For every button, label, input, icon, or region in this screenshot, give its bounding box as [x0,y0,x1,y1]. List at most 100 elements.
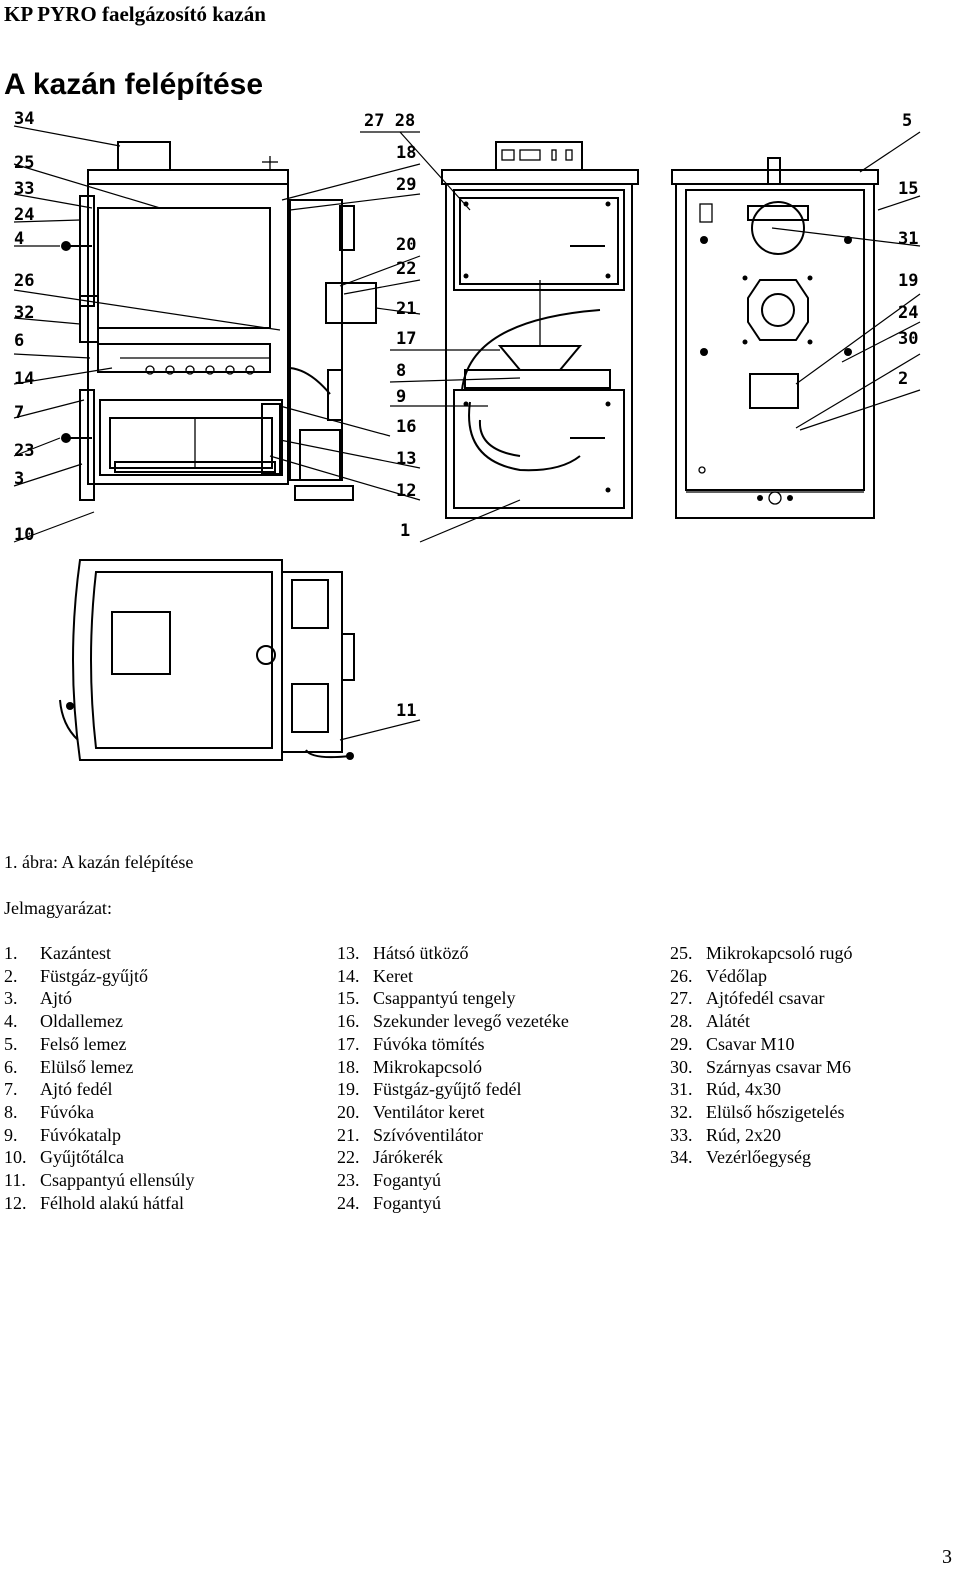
legend-number: 3. [4,988,18,1009]
legend-label: Védőlap [706,965,767,986]
legend-item: 27. Ajtófedél csavar [670,987,852,1010]
callout-13: 13 [396,449,416,469]
legend-item: 29. Csavar M10 [670,1033,852,1056]
legend-label: Oldallemez [40,1011,123,1032]
legend-item: 26.Védőlap [670,965,852,988]
legend-column-1: 1.Kazántest 2. Füstgáz-gyűjtő 3. Ajtó 4. Ol… [4,942,194,1214]
legend-label: Ajtó [40,988,73,1009]
legend-item: 20.Ventilátor keret [337,1101,569,1124]
legend-label: Elülső hőszigetelés [706,1101,845,1122]
callout-31: 31 [898,229,918,249]
callout-14: 14 [14,369,34,389]
legend-number: 5. [4,1033,18,1054]
callout-19: 19 [898,271,918,291]
callout-5: 5 [902,111,912,131]
legend-number: 7. [4,1079,18,1100]
legend-number: 27. [670,988,693,1009]
legend-label: Ajtófedél csavar [706,988,825,1009]
legend-column-2: 13. Hátsó ütköző 14. Keret 15. Csappantyú t… [337,942,569,1214]
legend-item: 5.Felső lemez [4,1033,194,1056]
top-view [59,559,355,761]
legend-item: 6.Elülső lemez [4,1056,194,1079]
callout-11: 11 [396,701,416,721]
page-number: 3 [942,1546,952,1568]
legend-item: 28.Alátét [670,1010,852,1033]
legend-item: 21. Szívóventilátor [337,1124,569,1147]
legend-number: 19. [337,1079,360,1100]
callout-8: 8 [396,361,406,381]
legend-item: 10. Gyűjtőtálca [4,1146,194,1169]
legend-title: Jelmagyarázat: [4,898,112,918]
callout-15: 15 [898,179,918,199]
legend-number: 30. [670,1056,693,1077]
legend-number: 21. [337,1124,360,1145]
callout-20: 20 [396,235,416,255]
legend-number: 22. [337,1147,360,1168]
callout-numbers: 34 25 33 24 4 26 32 6 14 7 23 3 10 27 28… [14,109,918,721]
legend-label: Csavar M10 [706,1033,795,1054]
legend-number: 2. [4,965,18,986]
callout-23: 23 [14,441,34,461]
legend-item: 15. Csappantyú tengely [337,987,569,1010]
legend-number: 10. [4,1147,27,1168]
legend-label: Szívóventilátor [373,1124,483,1145]
front-view [441,141,639,519]
legend-label: Fúvókatalp [40,1124,121,1145]
legend-label: Gyűjtőtálca [40,1147,124,1168]
legend-label: Kazántest [40,943,111,963]
legend-number: 15. [337,988,360,1009]
legend-number: 14. [337,965,360,986]
legend-item: 31.Rúd, 4x30 [670,1078,852,1101]
legend-label: Járókerék [373,1147,443,1168]
legend-item: 23.Fogantyú [337,1169,569,1192]
legend-number: 18. [337,1056,360,1077]
legend-number: 13. [337,943,360,963]
legend-label: Szekunder levegő vezetéke [373,1011,569,1032]
leader-lines [13,125,921,741]
legend-column-3: 25.Mikrokapcsoló rugó 26.Védőlap 27. Ajtó… [670,942,852,1169]
legend-label: Hátsó ütköző [373,943,469,963]
legend-label: Elülső lemez [40,1056,134,1077]
callout-6: 6 [14,331,24,351]
callout-29: 29 [396,175,416,195]
legend-label: Vezérlőegység [706,1147,811,1168]
legend-label: Csappantyú tengely [373,988,516,1009]
callout-17: 17 [396,329,416,349]
legend-label: Félhold alakú hátfal [40,1192,184,1213]
legend-item: 2. Füstgáz-gyűjtő [4,965,194,988]
legend-item: 11.Csappantyú ellensúly [4,1169,194,1192]
legend-label: Fogantyú [373,1192,442,1213]
legend-number: 8. [4,1101,18,1122]
legend-label: Keret [373,965,413,986]
legend-number: 34. [670,1147,693,1168]
callout-32: 32 [14,303,34,323]
legend-number: 16. [337,1011,360,1032]
legend-item: 13. Hátsó ütköző [337,942,569,965]
side-section-view [61,141,377,501]
figure-caption: 1. ábra: A kazán felépítése [4,852,194,872]
legend-item: 7. Ajtó fedél [4,1078,194,1101]
legend-item: 33.Rúd, 2x20 [670,1124,852,1147]
legend-number: 31. [670,1079,693,1100]
legend-number: 4. [4,1011,18,1032]
callout-33: 33 [14,179,34,199]
legend-label: Füstgáz-gyűjtő [40,965,148,986]
legend-number: 20. [337,1101,360,1122]
legend-number: 28. [670,1011,693,1032]
legend-label: Ajtó fedél [40,1079,113,1100]
legend-number: 17. [337,1033,360,1054]
document-title: KP PYRO faelgázosító kazán [4,2,266,26]
legend-number: 24. [337,1192,360,1213]
legend-item: 25.Mikrokapcsoló rugó [670,942,852,965]
callout-10: 10 [14,525,34,545]
legend-number: 29. [670,1033,693,1054]
callout-12: 12 [396,481,416,501]
legend-number: 23. [337,1170,360,1191]
legend-number: 25. [670,943,693,963]
legend-item: 22. Járókerék [337,1146,569,1169]
legend-item: 1.Kazántest [4,942,194,965]
legend-number: 33. [670,1124,693,1145]
callout-27-28: 27 28 [364,111,415,131]
callout-9: 9 [396,387,406,407]
section-title: A kazán felépítése [4,68,263,101]
